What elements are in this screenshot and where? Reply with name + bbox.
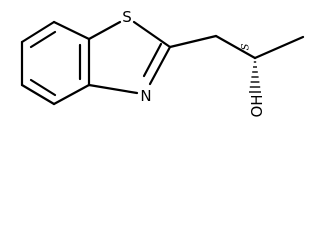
bond-benzene-bottom	[20, 83, 56, 106]
bond-c2-n-double	[142, 42, 163, 78]
nitrogen-atom-label: N	[140, 87, 151, 105]
sulfur-atom-label: S	[122, 8, 132, 26]
bond-c-s	[87, 20, 122, 41]
bond-c2-n	[148, 45, 172, 86]
bond-benzene-bottom-inner	[29, 78, 57, 97]
stereo-descriptor-label: S	[241, 43, 252, 50]
bond-benzene-top-right	[52, 20, 91, 41]
side-chain	[168, 34, 305, 93]
bond-n-c	[87, 83, 139, 95]
thiazole-ring	[87, 20, 172, 95]
bond-s-c2	[132, 20, 172, 49]
bond-benzene-bottom-right	[52, 83, 91, 106]
bond-ch2-chiral	[214, 34, 257, 60]
benzene-ring	[20, 20, 91, 106]
hydroxyl-group-label: OH	[248, 94, 266, 117]
stereo-hash-wedge	[249, 61, 261, 93]
chemical-structure-diagram: S N OH S	[20, 8, 305, 118]
bond-benzene-top-inner	[29, 30, 57, 49]
bond-chiral-methyl	[253, 35, 305, 60]
bond-c2-ch2	[168, 34, 218, 49]
bond-benzene-top	[20, 20, 56, 44]
